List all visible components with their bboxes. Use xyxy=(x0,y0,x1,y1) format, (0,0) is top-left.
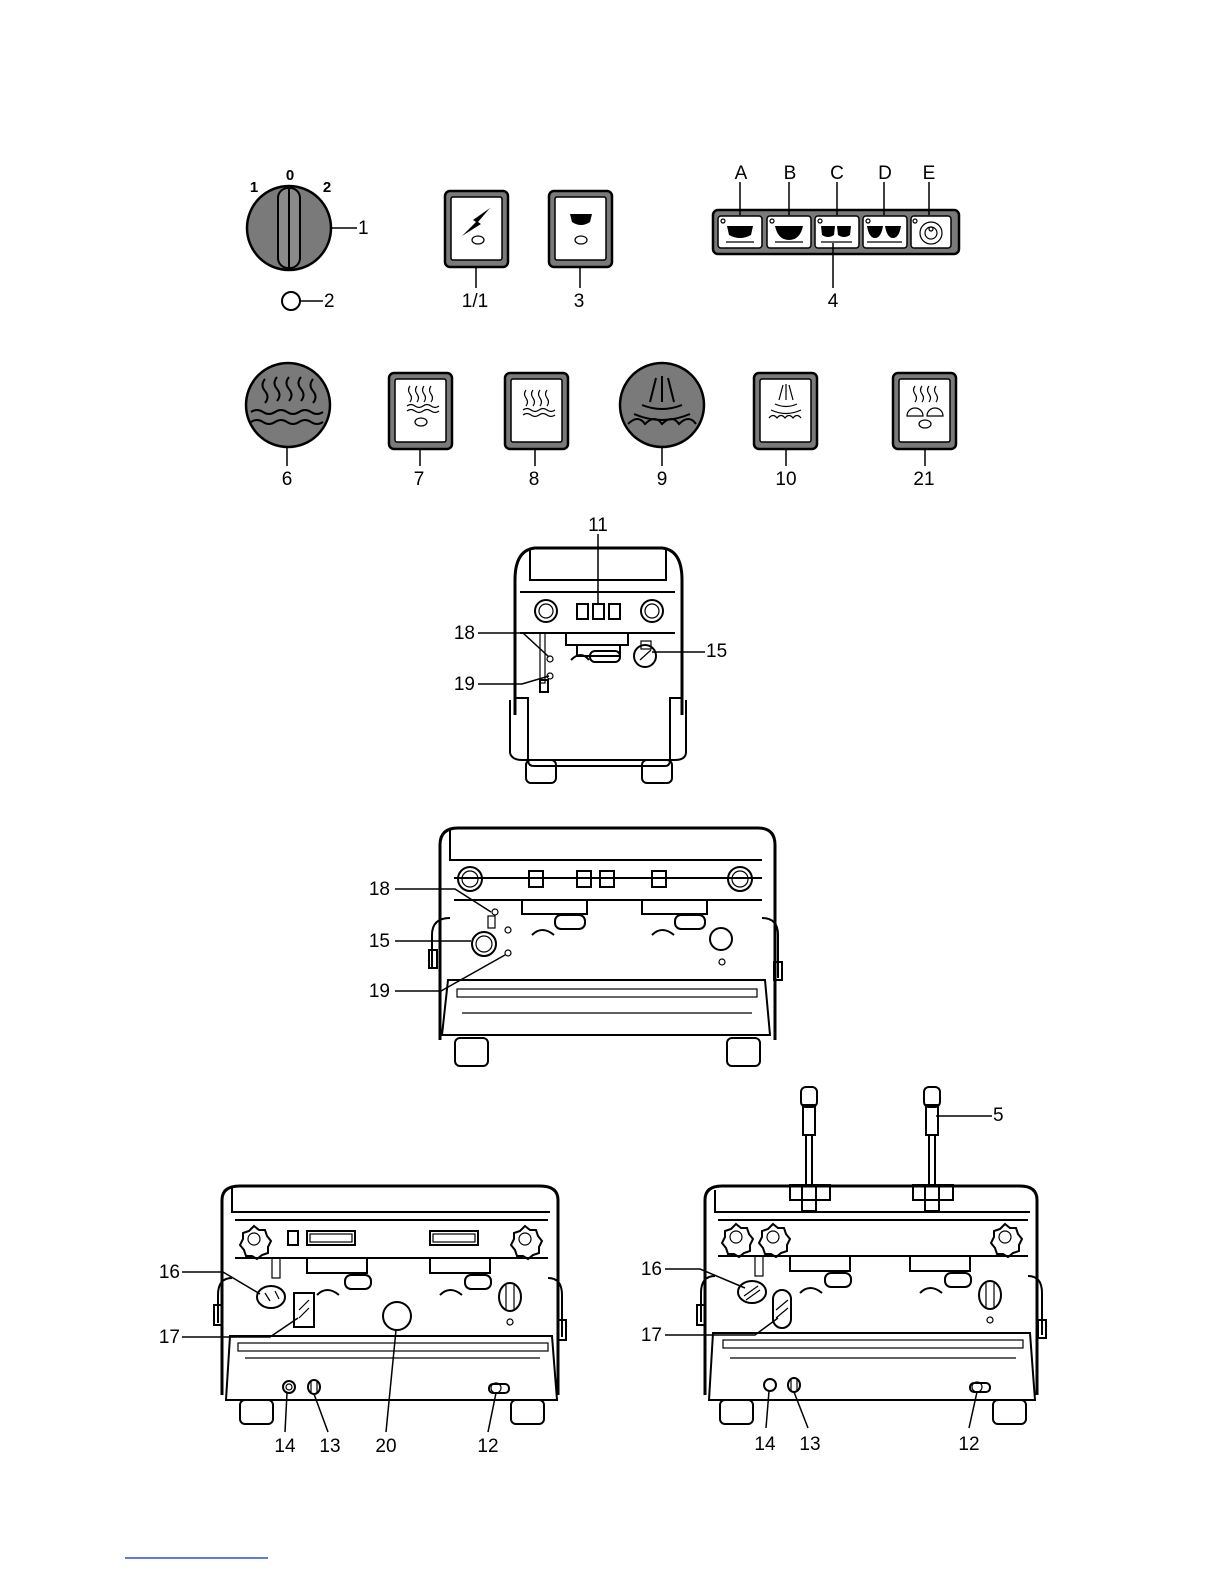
switch-pos-2: 2 xyxy=(323,179,331,196)
m4-callout-14: 14 xyxy=(754,1434,776,1455)
callout-8: 8 xyxy=(529,469,540,490)
callout-4: 4 xyxy=(828,291,839,312)
key-label-b: B xyxy=(784,163,797,184)
callout-7: 7 xyxy=(414,469,425,490)
m4-callout-17: 17 xyxy=(641,1325,662,1346)
m4-callout-5: 5 xyxy=(993,1105,1004,1126)
m2-callout-18: 18 xyxy=(369,879,390,900)
key-label-c: C xyxy=(830,163,844,184)
switch-pos-1: 1 xyxy=(250,179,258,196)
m1-callout-15: 15 xyxy=(706,641,727,662)
callout-1-1: 1/1 xyxy=(462,291,488,312)
key-e[interactable] xyxy=(911,216,951,248)
m3-callout-16: 16 xyxy=(159,1262,180,1283)
hot-water-button[interactable] xyxy=(389,373,452,449)
selector-switch[interactable] xyxy=(247,186,331,270)
callout-2: 2 xyxy=(324,291,335,312)
single-dose-button[interactable] xyxy=(549,191,612,267)
callout-6: 6 xyxy=(282,469,293,490)
m3-callout-12: 12 xyxy=(477,1436,498,1457)
steam-button[interactable] xyxy=(754,373,817,449)
steam-indicator xyxy=(620,363,704,447)
key-label-a: A xyxy=(735,163,748,184)
callout-1: 1 xyxy=(358,218,369,239)
callout-3: 3 xyxy=(574,291,585,312)
m3-callout-17: 17 xyxy=(159,1327,180,1348)
m3-callout-20: 20 xyxy=(375,1436,396,1457)
cup-warmer-button[interactable] xyxy=(893,373,956,449)
power-button[interactable] xyxy=(445,191,508,267)
key-d[interactable] xyxy=(863,216,907,248)
m1-callout-11: 11 xyxy=(588,515,608,536)
hot-water-indicator xyxy=(246,363,330,447)
callout-9: 9 xyxy=(657,469,668,490)
machine-bottom-right xyxy=(697,1087,1046,1424)
callout-21: 21 xyxy=(913,469,934,490)
m4-callout-12: 12 xyxy=(958,1434,979,1455)
key-a[interactable] xyxy=(718,216,762,248)
machine-two-group xyxy=(429,828,782,1066)
m4-callout-16: 16 xyxy=(641,1259,662,1280)
key-label-e: E xyxy=(923,163,936,184)
key-b[interactable] xyxy=(767,216,811,248)
key-c[interactable] xyxy=(815,216,859,248)
callout-10: 10 xyxy=(775,469,796,490)
key-label-d: D xyxy=(878,163,892,184)
m3-callout-13: 13 xyxy=(319,1436,340,1457)
m1-callout-18: 18 xyxy=(454,623,475,644)
m2-callout-15: 15 xyxy=(369,931,390,952)
m4-callout-13: 13 xyxy=(799,1434,820,1455)
hot-water-dose-button[interactable] xyxy=(505,373,568,449)
m3-callout-14: 14 xyxy=(274,1436,296,1457)
switch-pos-0: 0 xyxy=(286,167,294,184)
indicator-light-icon xyxy=(282,292,300,310)
m2-callout-19: 19 xyxy=(369,981,390,1002)
dose-keypad xyxy=(713,210,959,254)
m1-callout-19: 19 xyxy=(454,674,475,695)
